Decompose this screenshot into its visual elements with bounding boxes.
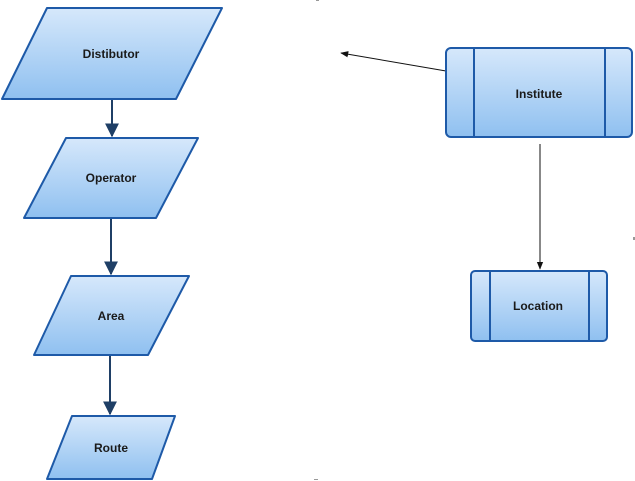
node-institute-label: Institute xyxy=(516,87,563,101)
page-mark-top xyxy=(316,0,319,1)
node-operator-label: Operator xyxy=(86,171,137,185)
node-institute[interactable]: Institute xyxy=(445,47,633,138)
node-area-label: Area xyxy=(98,309,125,323)
node-route[interactable]: Route xyxy=(46,415,176,480)
arrow-institute-to-left xyxy=(340,51,447,72)
page-mark-bottom xyxy=(314,479,318,480)
node-area[interactable]: Area xyxy=(33,275,190,356)
node-distributor[interactable]: Distibutor xyxy=(1,7,223,100)
page-mark-right xyxy=(633,237,635,240)
node-distributor-label: Distibutor xyxy=(83,47,140,61)
node-location-label: Location xyxy=(513,299,563,313)
node-location[interactable]: Location xyxy=(470,270,608,342)
node-route-label: Route xyxy=(94,441,128,455)
node-operator[interactable]: Operator xyxy=(23,137,199,219)
